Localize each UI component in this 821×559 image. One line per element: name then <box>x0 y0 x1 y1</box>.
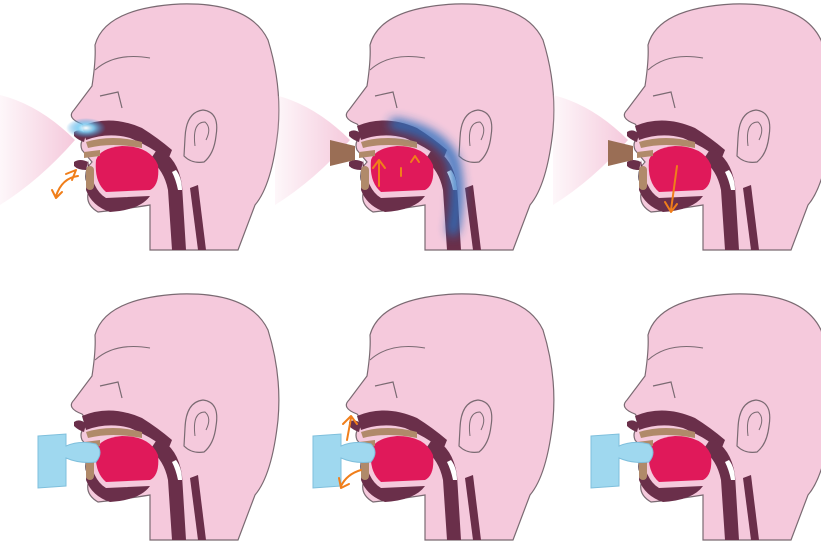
lower-lip <box>349 160 363 170</box>
jaw-arrow-icon <box>339 470 361 488</box>
diagram-panel-2-1 <box>38 294 279 540</box>
lower-tooth <box>86 166 94 190</box>
airflow-arrow-icon <box>52 176 78 198</box>
lower-tooth <box>361 166 369 190</box>
lower-tooth <box>639 166 647 190</box>
airflow-cone <box>0 95 75 205</box>
diagram-panel-1-1 <box>0 4 279 250</box>
lower-lip <box>627 160 641 170</box>
diagram-panel-1-2 <box>275 4 554 250</box>
diagram-panel-2-3 <box>591 294 821 540</box>
diagram-panel-2-2 <box>313 294 554 540</box>
lower-lip <box>74 160 88 170</box>
nasal-airflow-highlight <box>66 118 106 138</box>
diagram-panel-1-3 <box>553 4 821 250</box>
